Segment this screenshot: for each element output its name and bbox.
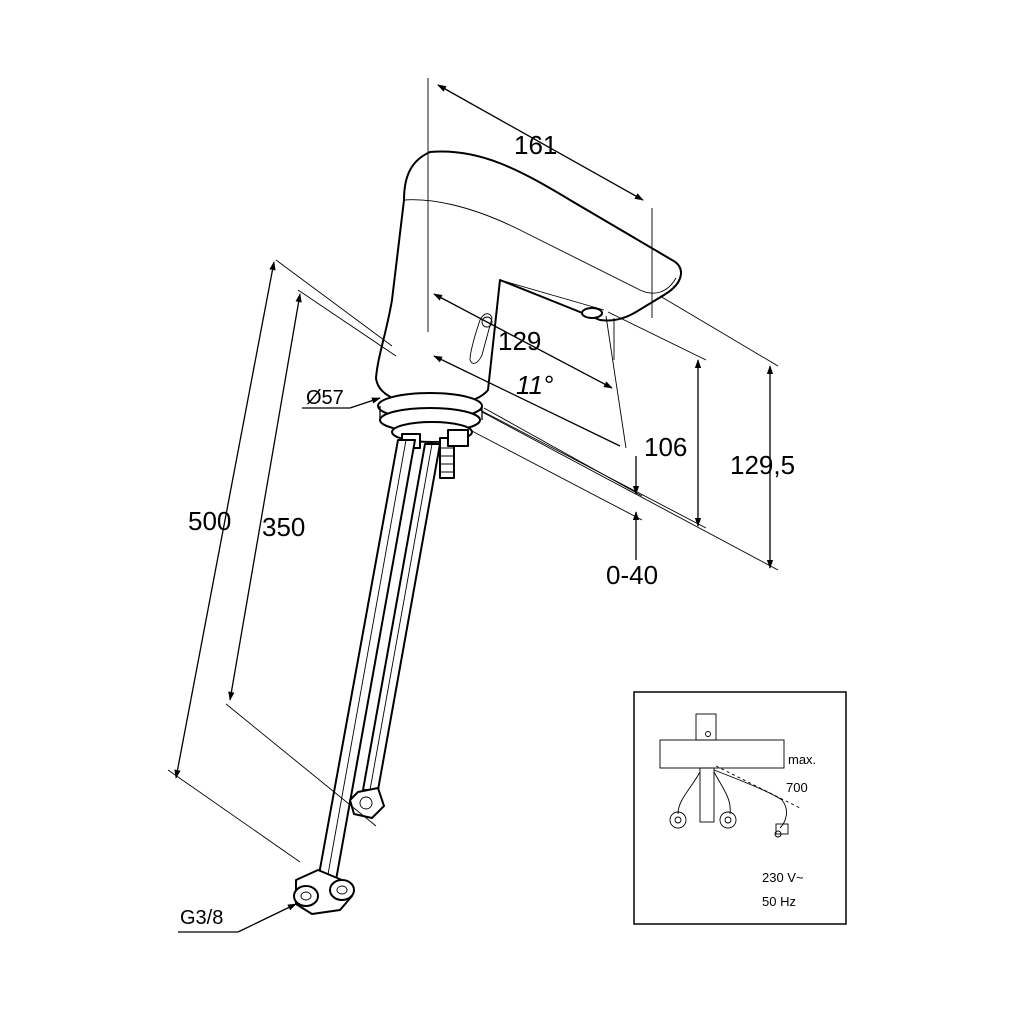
dim-reach-129: 129 xyxy=(498,326,541,356)
dim-thread-g3-8: G3/8 xyxy=(180,907,223,929)
dim-hose-350: 350 xyxy=(262,512,305,542)
faucet-body xyxy=(375,150,682,479)
dim-hose-500: 500 xyxy=(188,506,231,536)
dim-diameter-57: Ø57 xyxy=(306,387,344,409)
installation-inset: max. 700 230 V~ 50 Hz xyxy=(633,691,847,925)
inset-max-value: 700 xyxy=(786,780,808,795)
dim-angle-11: 11° xyxy=(516,370,553,400)
dim-height-106: 106 xyxy=(644,432,687,462)
supply-hoses xyxy=(293,439,441,915)
inset-max-label: max. xyxy=(788,752,816,767)
dim-range-0-40: 0-40 xyxy=(606,560,658,590)
inset-frequency: 50 Hz xyxy=(762,894,796,909)
dimension-lines xyxy=(167,78,779,933)
dim-length-161: 161 xyxy=(514,130,557,160)
inset-voltage: 230 V~ xyxy=(762,870,804,885)
dim-height-129-5: 129,5 xyxy=(730,450,795,480)
